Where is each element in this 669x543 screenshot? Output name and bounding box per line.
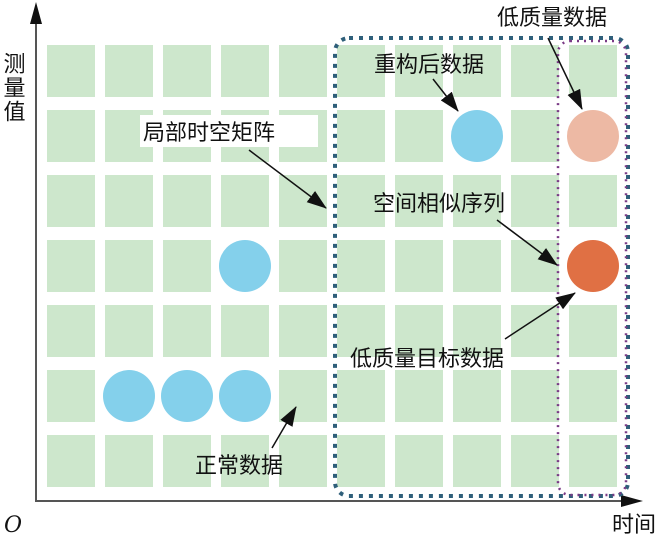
normal-data-cell [569,305,617,357]
y-axis-arrow-icon [30,2,42,24]
normal-data-cell [337,45,385,97]
reconstructed-data-circle [103,370,155,422]
arrow-low-quality [547,37,583,110]
normal-data-cell [163,175,211,227]
normal-data-cell [395,435,443,487]
normal-data-cell [453,45,501,97]
normal-data-cell [221,435,269,487]
normal-data-cell [511,110,559,162]
normal-data-cell [221,305,269,357]
normal-data-cell [395,110,443,162]
y-axis-label: 测量值 [0,52,26,124]
normal-data-cell [163,435,211,487]
label-low-quality: 低质量数据 [497,6,607,31]
label-local-matrix: 局部时空矩阵 [143,121,275,146]
spatial-sequence-box [556,39,628,497]
normal-data-cell [337,175,385,227]
normal-data-cell [279,435,327,487]
normal-data-cell [569,175,617,227]
normal-data-cell [453,240,501,292]
normal-data-cell [47,435,95,487]
normal-data-cell [337,110,385,162]
x-axis-arrow-icon [621,495,643,507]
normal-data-cell [395,45,443,97]
normal-data-cell [47,45,95,97]
arrow-local-matrix [248,149,327,209]
local-matrix-box [333,36,630,498]
label-spatial-similar: 空间相似序列 [373,192,505,217]
normal-data-cell [453,175,501,227]
normal-data-cell [47,110,95,162]
normal-data-cell [47,175,95,227]
reconstructed-data-circle [451,110,503,162]
label-bg [140,115,318,147]
normal-data-cell [279,240,327,292]
normal-data-cell [395,305,443,357]
reconstructed-data-circle [219,370,271,422]
normal-data-cell [221,45,269,97]
normal-data-cell [395,370,443,422]
label-reconstructed: 重构后数据 [374,53,484,78]
normal-data-cell [221,175,269,227]
low-quality-target-circle [567,240,619,292]
x-axis-label: 时间 [612,513,656,538]
normal-data-cell [511,370,559,422]
normal-data-cell [163,305,211,357]
label-low-quality-target: 低质量目标数据 [350,347,504,372]
normal-data-cell [105,305,153,357]
normal-data-cell [337,240,385,292]
normal-data-cell [163,45,211,97]
normal-data-cell [279,370,327,422]
normal-data-cell [105,175,153,227]
normal-data-cell [395,240,443,292]
grid-cells [47,45,619,487]
normal-data-cell [569,370,617,422]
normal-data-cell [337,370,385,422]
normal-data-cell [511,435,559,487]
normal-data-cell [453,305,501,357]
normal-data-cell [511,305,559,357]
normal-data-cell [511,45,559,97]
normal-data-cell [337,305,385,357]
arrow-spatial-similar [496,219,558,266]
normal-data-cell [105,45,153,97]
normal-data-cell [337,435,385,487]
normal-data-cell [47,370,95,422]
reconstructed-data-circle [161,370,213,422]
normal-data-cell [569,45,617,97]
normal-data-cell [279,305,327,357]
normal-data-cell [163,240,211,292]
normal-data-cell [453,370,501,422]
normal-data-cell [279,175,327,227]
normal-data-cell [105,435,153,487]
arrow-reconstructed [432,78,459,112]
origin-label: O [4,513,22,538]
normal-data-cell [453,435,501,487]
normal-data-cell [569,435,617,487]
reconstructed-data-circle [219,240,271,292]
normal-data-cell [511,175,559,227]
normal-data-cell [105,240,153,292]
normal-data-cell [47,240,95,292]
arrow-low-quality-target [504,292,576,340]
low-quality-data-circle [567,110,619,162]
normal-data-cell [395,175,443,227]
normal-data-cell [279,45,327,97]
arrow-normal [271,406,297,449]
label-normal: 正常数据 [195,454,283,479]
normal-data-cell [47,305,95,357]
